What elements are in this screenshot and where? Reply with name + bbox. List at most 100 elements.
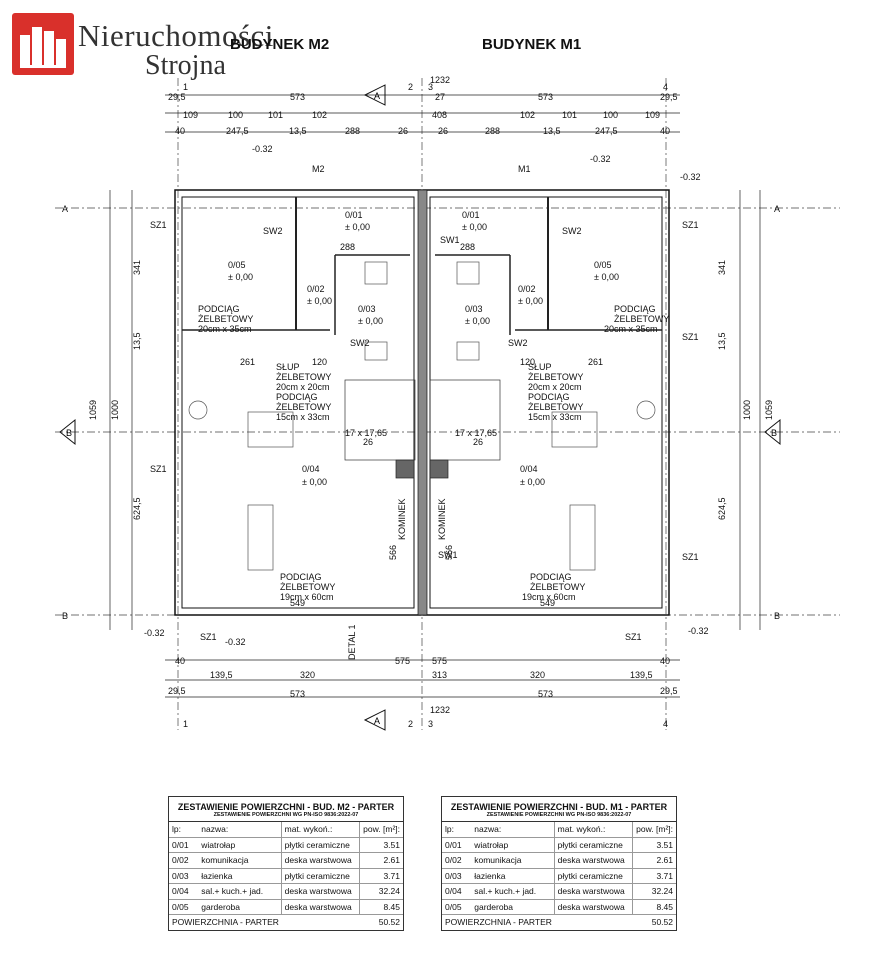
column-label: SŁUP (276, 362, 300, 372)
cell-area: 8.45 (359, 899, 403, 915)
chimney-label: KOMINEK (397, 498, 407, 540)
room-number: 0/03 (465, 304, 483, 314)
dim-side: 13,5 (132, 332, 142, 350)
beam-label: 20cm x 35cm (604, 324, 658, 334)
cell-area: 3.71 (359, 868, 403, 884)
stairs-label: 17 x 17,65 (455, 428, 497, 438)
dim-mid: 27 (435, 92, 445, 102)
beam-label: PODCIĄG (276, 392, 318, 402)
axis-lines (55, 78, 840, 730)
cell-lp: 0/02 (442, 852, 472, 869)
beam-label: 15cm x 33cm (276, 412, 330, 422)
section-markers: A A B B (59, 84, 781, 731)
col-mat: mat. wykoń.: (281, 822, 361, 838)
total-value: 50.52 (632, 914, 676, 930)
building-m1-title: BUDYNEK M1 (482, 36, 582, 53)
axis-label: 3 (428, 719, 433, 729)
room-number: 0/03 (358, 304, 376, 314)
room-number: 0/02 (518, 284, 536, 294)
room-number: 0/04 (520, 464, 538, 474)
axis-label: A (774, 204, 780, 214)
level-label: -0.32 (590, 154, 611, 164)
cell-area: 2.61 (359, 852, 403, 869)
cell-name: wiatrołap (471, 837, 555, 853)
room-number: 0/04 (302, 464, 320, 474)
cell-area: 3.51 (632, 837, 676, 853)
dim-bottom: 313 (432, 670, 447, 680)
dim-top2: 247,5 (226, 126, 249, 136)
cell-mat: deska warstwowa (554, 899, 634, 915)
cell-lp: 0/03 (169, 868, 199, 884)
room-level: ± 0,00 (307, 296, 332, 306)
dimension-lines (109, 94, 761, 698)
cell-area: 3.51 (359, 837, 403, 853)
beam-label: ŻELBETOWY (614, 314, 669, 324)
door-label: SW2 (263, 226, 283, 236)
axis-label: 3 (428, 82, 433, 92)
column-label: ŻELBETOWY (276, 372, 331, 382)
col-name: nazwa: (471, 822, 555, 838)
brand-logo (12, 13, 74, 75)
total-value: 50.52 (359, 914, 403, 930)
dim-side: 1000 (110, 400, 120, 420)
cell-lp: 0/01 (442, 837, 472, 853)
room-level: ± 0,00 (518, 296, 543, 306)
dim-top: 100 (603, 110, 618, 120)
building-m2-title: BUDYNEK M2 (230, 36, 330, 53)
dim-right: 573 (538, 92, 553, 102)
dim-top2: 13,5 (543, 126, 561, 136)
column-label: 20cm x 20cm (528, 382, 582, 392)
room-level: ± 0,00 (465, 316, 490, 326)
beam-label: PODCIĄG (528, 392, 570, 402)
stairs-label: 17 x 17,65 (345, 428, 387, 438)
section-label: A (374, 716, 380, 726)
window-label: SZ1 (200, 632, 217, 642)
dim-side: 1000 (742, 400, 752, 420)
stairs-label: 26 (473, 437, 483, 447)
cell-lp: 0/03 (442, 868, 472, 884)
section-label: A (374, 91, 380, 101)
dim-label: 261 (588, 357, 603, 367)
beam-label: ŻELBETOWY (276, 402, 331, 412)
room-level: ± 0,00 (462, 222, 487, 232)
stairs-label: 26 (363, 437, 373, 447)
dim-side: 341 (717, 260, 727, 275)
dim-bottom: 40 (175, 656, 185, 666)
door-label: SW1 (438, 550, 458, 560)
dim-side: 624,5 (132, 497, 142, 520)
dim-top: 102 (312, 110, 327, 120)
room-number: 0/05 (228, 260, 246, 270)
column-label: 20cm x 20cm (276, 382, 330, 392)
column-label: ŻELBETOWY (528, 372, 583, 382)
cell-mat: płytki ceramiczne (554, 868, 634, 884)
beam-label: 15cm x 33cm (528, 412, 582, 422)
window-label: SZ1 (625, 632, 642, 642)
cell-mat: deska warstwowa (281, 883, 361, 900)
table-title: ZESTAWIENIE POWIERZCHNI - BUD. M2 - PART… (177, 802, 395, 812)
axis-label: 4 (663, 82, 668, 92)
cell-mat: deska warstwowa (554, 883, 634, 900)
detail-label: DETAL 1 (347, 624, 357, 660)
window-label: SZ1 (150, 220, 167, 230)
dim-edge: 29,5 (660, 92, 678, 102)
cell-mat: deska warstwowa (281, 899, 361, 915)
table-subtitle: ZESTAWIENIE POWIERZCHNI WG PN-ISO 9836:2… (169, 812, 403, 822)
table-subtitle: ZESTAWIENIE POWIERZCHNI WG PN-ISO 9836:2… (442, 812, 676, 822)
dim-label: 566 (444, 545, 454, 560)
cell-name: garderoba (198, 899, 282, 915)
cell-name: łazienka (471, 868, 555, 884)
table-title: ZESTAWIENIE POWIERZCHNI - BUD. M1 - PART… (450, 802, 668, 812)
beam-label: 19cm x 60cm (280, 592, 334, 602)
dim-top2: 26 (438, 126, 448, 136)
door-label: M1 (518, 164, 531, 174)
room-level: ± 0,00 (345, 222, 370, 232)
cell-lp: 0/01 (169, 837, 199, 853)
dim-left: 573 (290, 92, 305, 102)
total-label: POWIERZCHNIA - PARTER (442, 914, 633, 930)
